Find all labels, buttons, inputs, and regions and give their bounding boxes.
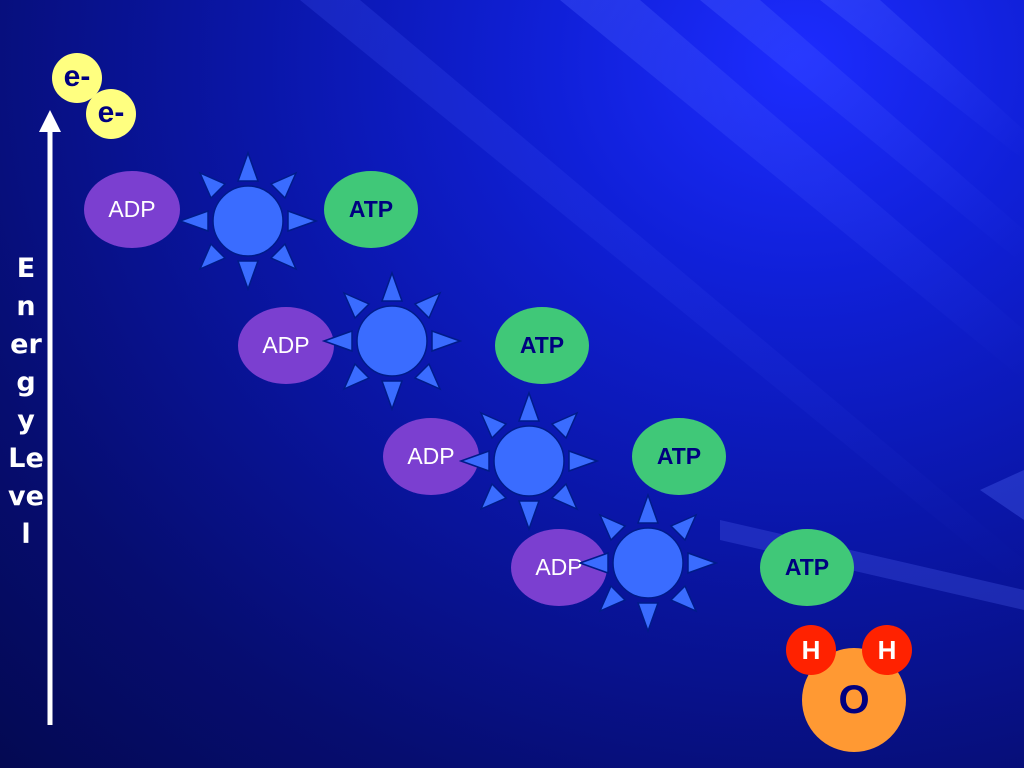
atp-molecule-4: ATP: [760, 529, 854, 606]
energy-level-label: Energy Level: [8, 253, 44, 550]
sun-icon-1: [177, 150, 319, 292]
electron-1: e-: [52, 53, 102, 103]
hydrogen-atom-1: H: [786, 625, 836, 675]
adp-molecule-1: ADP: [84, 171, 180, 248]
atp-molecule-1: ATP: [324, 171, 418, 248]
adp-molecule-3: ADP: [383, 418, 479, 495]
electron-2: e-: [86, 89, 136, 139]
atp-molecule-2: ATP: [495, 307, 589, 384]
adp-molecule-2: ADP: [238, 307, 334, 384]
sun-icon-4: [577, 492, 719, 634]
atp-molecule-3: ATP: [632, 418, 726, 495]
energy-axis-arrowhead: [39, 110, 61, 132]
hydrogen-atom-2: H: [862, 625, 912, 675]
sun-icon-3: [458, 390, 600, 532]
sun-icon-2: [321, 270, 463, 412]
